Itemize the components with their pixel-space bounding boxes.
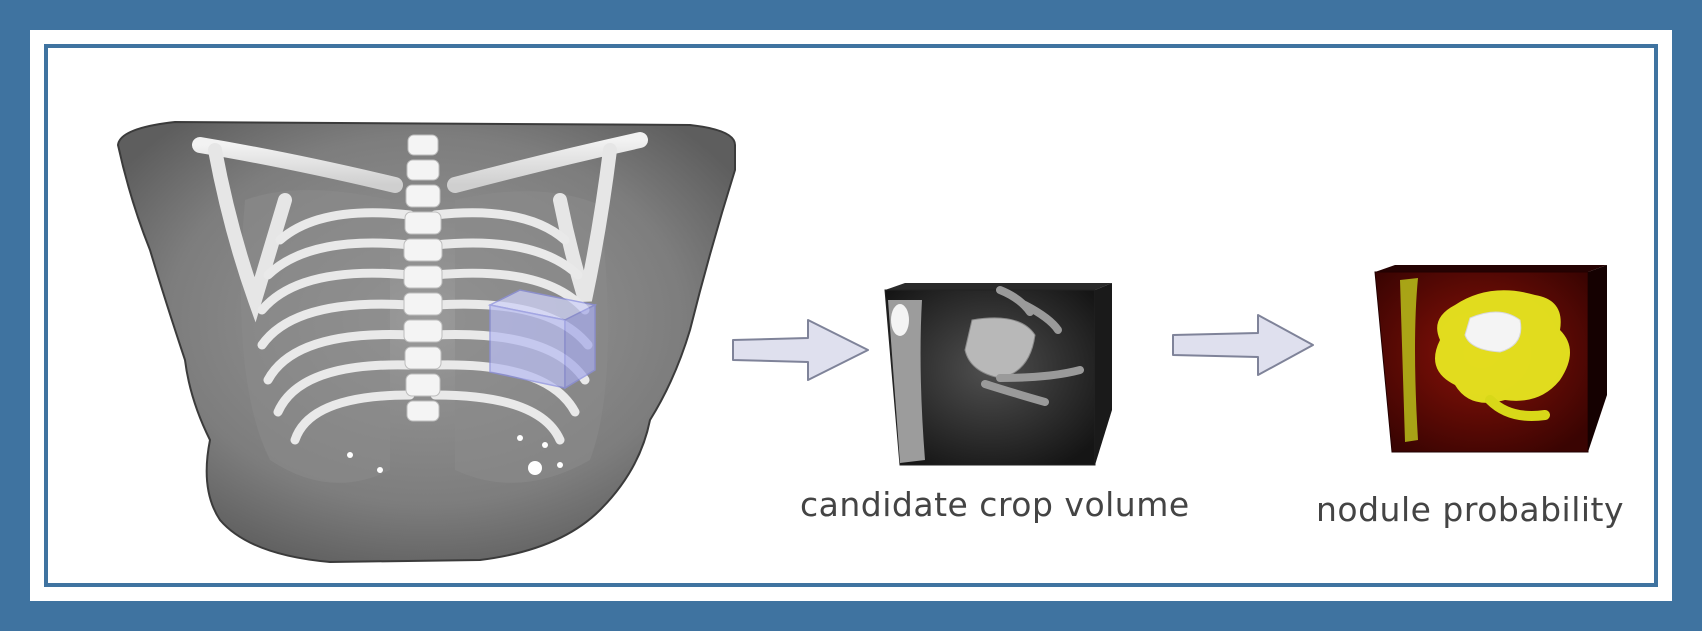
crop-volume-label: candidate crop volume xyxy=(800,485,1190,524)
nodule-probability-label: nodule probability xyxy=(1316,490,1624,529)
